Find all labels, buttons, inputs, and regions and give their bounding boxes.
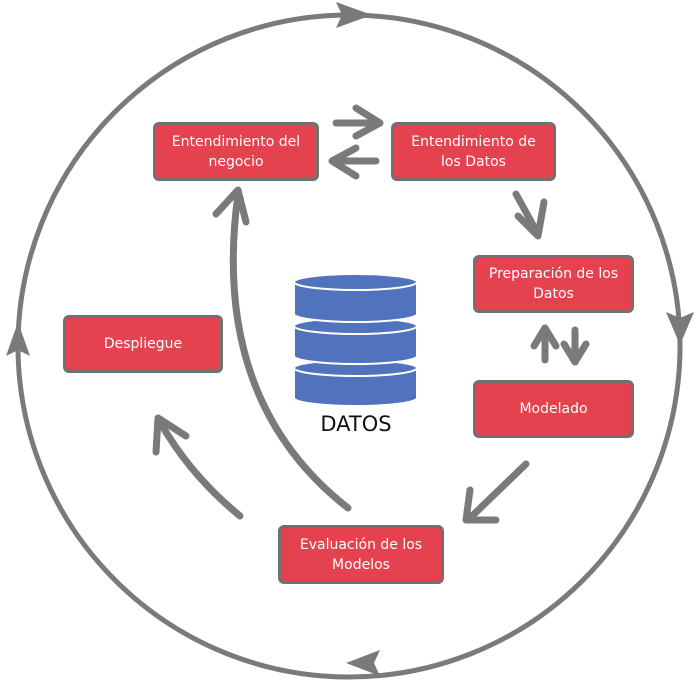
phase-label: Modelado	[519, 401, 588, 417]
database-label: DATOS	[320, 412, 392, 436]
phase-label: Preparación de los Datos	[488, 266, 619, 302]
database-icon	[293, 273, 418, 407]
phase-label: Despliegue	[103, 336, 183, 352]
phase-data-preparation: Preparación de los Datos	[473, 255, 634, 313]
phase-data-understanding: Entendimiento de los Datos	[391, 122, 556, 181]
arrowhead-bottom-left-icon	[346, 650, 380, 676]
arrow-modeling-to-preparation-icon	[530, 324, 560, 364]
arrowhead-left-up-icon	[6, 322, 30, 356]
arrow-modeling-to-evaluation-icon	[462, 460, 530, 524]
arrow-business-to-data-icon	[332, 104, 384, 140]
phase-label: Entendimiento de los Datos	[411, 133, 536, 170]
arrow-evaluation-to-business-icon	[212, 186, 352, 512]
phase-modeling: Modelado	[473, 380, 634, 438]
phase-business-understanding: Entendimiento del negocio	[153, 122, 319, 181]
arrowhead-top-right-icon	[336, 2, 372, 28]
phase-label: Entendimiento del negocio	[171, 133, 301, 170]
arrow-evaluation-to-deployment-icon	[152, 414, 244, 520]
phase-deployment: Despliegue	[63, 315, 223, 373]
phase-label: Evaluación de los Modelos	[299, 536, 423, 573]
arrow-data-to-preparation-icon	[512, 190, 548, 240]
arrow-data-to-business-icon	[328, 144, 380, 180]
arrow-preparation-to-modeling-icon	[560, 326, 590, 366]
arrowhead-right-down-icon	[666, 312, 694, 345]
phase-evaluation: Evaluación de los Modelos	[278, 525, 444, 584]
outer-cycle-arrowheads	[6, 2, 694, 676]
